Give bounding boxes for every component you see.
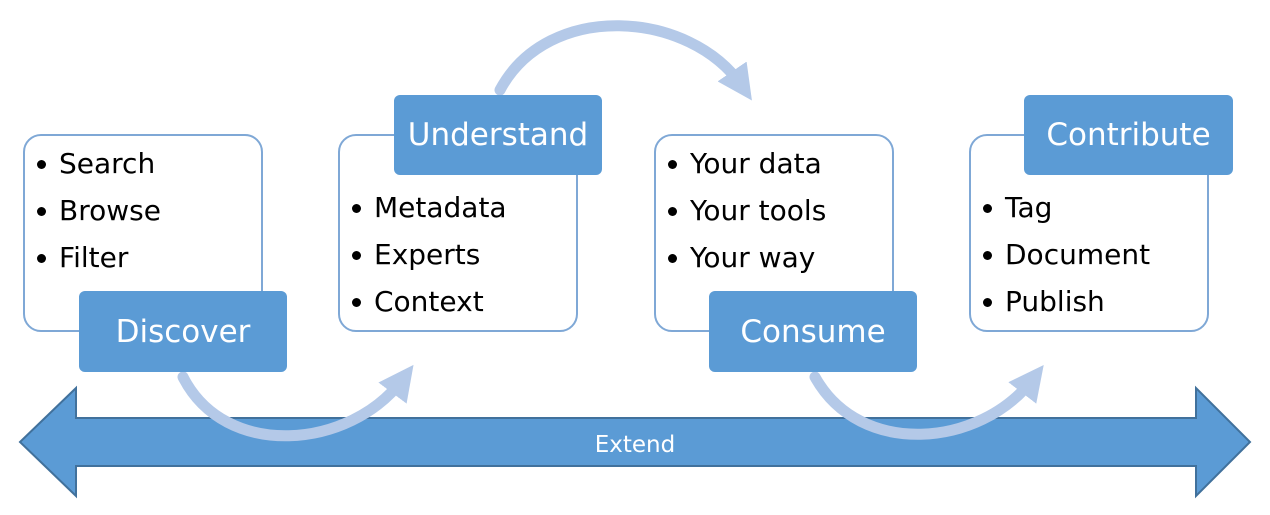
discover-item: Browse xyxy=(25,187,261,234)
extend-arrow xyxy=(18,385,1252,499)
contribute-item: Document xyxy=(971,231,1207,278)
understand-item: Metadata xyxy=(340,184,576,231)
contribute-item: Tag xyxy=(971,184,1207,231)
understand-item: Context xyxy=(340,278,576,325)
extend-label: Extend xyxy=(594,432,676,458)
contribute-item: Publish xyxy=(971,278,1207,325)
understand-label: Understand xyxy=(394,95,602,175)
consume-label: Consume xyxy=(709,291,917,372)
discover-item: Search xyxy=(25,140,261,187)
consume-list: Your data Your tools Your way xyxy=(656,140,892,281)
understand-list: Metadata Experts Context xyxy=(340,184,576,325)
contribute-label: Contribute xyxy=(1024,95,1233,175)
consume-item: Your way xyxy=(656,234,892,281)
arc-discover-to-understand xyxy=(177,364,414,442)
consume-item: Your data xyxy=(656,140,892,187)
discover-list: Search Browse Filter xyxy=(25,140,261,281)
understand-item: Experts xyxy=(340,231,576,278)
contribute-list: Tag Document Publish xyxy=(971,184,1207,325)
discover-label: Discover xyxy=(79,291,287,372)
consume-item: Your tools xyxy=(656,187,892,234)
discover-item: Filter xyxy=(25,234,261,281)
arc-understand-to-consume xyxy=(494,20,752,101)
arc-consume-to-contribute xyxy=(809,365,1044,440)
